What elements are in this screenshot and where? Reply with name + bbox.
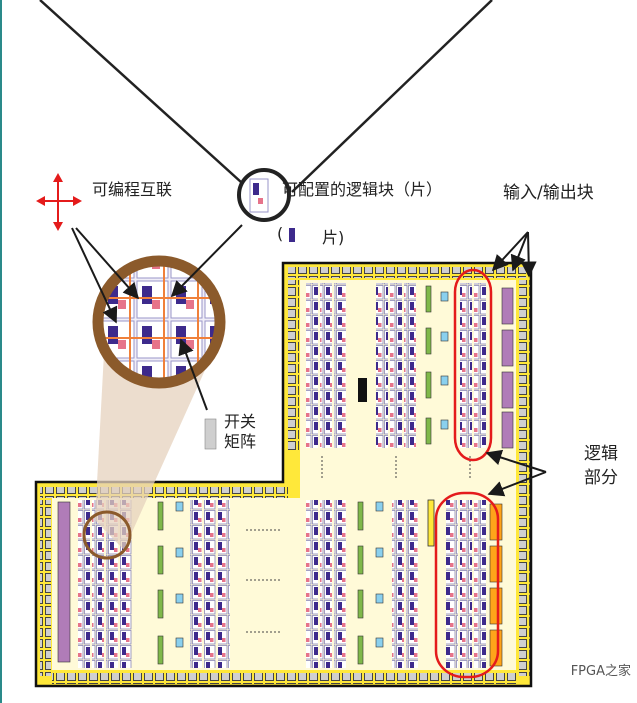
io-block-orange xyxy=(489,545,503,583)
interconnect-label: 可编程互联 xyxy=(92,180,173,199)
zoom-detail-circle xyxy=(92,255,226,389)
green-block xyxy=(425,417,432,445)
slice-icon xyxy=(289,228,295,242)
green-block xyxy=(425,327,432,355)
logic-column xyxy=(406,500,418,668)
logic-column xyxy=(92,500,104,668)
blue-block xyxy=(375,547,384,558)
switch-matrix-label: 开关 矩阵 xyxy=(224,412,257,451)
blue-block xyxy=(375,501,384,512)
logic-column xyxy=(376,283,388,448)
io-pad-row-middle xyxy=(40,487,288,498)
logic-column xyxy=(204,500,216,668)
io-block-purple xyxy=(57,501,71,663)
blue-block xyxy=(375,593,384,604)
logic-column xyxy=(474,283,486,448)
green-block xyxy=(157,501,164,531)
logic-column xyxy=(334,500,346,668)
blue-block xyxy=(175,547,184,558)
logic-column xyxy=(320,283,332,448)
io-pad-row-top xyxy=(288,267,526,278)
dotted-continuation xyxy=(246,456,471,633)
logic-column xyxy=(460,283,472,448)
io-pad-column-right xyxy=(519,280,530,676)
logic-part-highlight-upper xyxy=(453,268,493,462)
blue-block xyxy=(175,593,184,604)
io-pad-row-bottom xyxy=(52,673,518,684)
logic-column xyxy=(106,500,118,668)
io-block-label: 输入/输出块 xyxy=(503,183,594,203)
yellow-block xyxy=(427,499,435,547)
green-block xyxy=(425,285,432,313)
logic-column xyxy=(390,283,402,448)
zoom-cone xyxy=(95,353,210,550)
green-block xyxy=(425,371,432,399)
io-pad-column-left xyxy=(40,500,51,676)
blue-block xyxy=(175,637,184,648)
logic-column xyxy=(446,500,458,668)
io-block-orange xyxy=(489,587,503,625)
green-block xyxy=(357,545,364,575)
clb-label: 可配置的逻辑块（片） xyxy=(282,180,443,199)
io-block-purple xyxy=(501,287,514,325)
logic-column xyxy=(306,500,318,668)
lower-logic-array xyxy=(57,499,503,668)
blue-block xyxy=(440,291,449,302)
annotation-arrows xyxy=(71,224,547,497)
zoom-source-circle xyxy=(82,510,132,560)
logic-column xyxy=(218,500,230,668)
slice-label-open: ( xyxy=(277,224,284,243)
green-block xyxy=(157,545,164,575)
blue-block xyxy=(175,501,184,512)
green-block xyxy=(357,635,364,665)
logic-part-label: 逻辑 部分 xyxy=(584,444,618,488)
green-block xyxy=(157,589,164,619)
clb-magnifier-circle xyxy=(237,168,291,222)
logic-column xyxy=(474,500,486,668)
zoom-funnel-right-line xyxy=(291,0,493,193)
io-block-purple xyxy=(501,371,514,409)
logic-column xyxy=(404,283,416,448)
interconnect-cross-icon xyxy=(36,173,82,231)
blue-block xyxy=(440,331,449,342)
logic-part-highlight-lower xyxy=(434,491,500,679)
green-block xyxy=(357,589,364,619)
logic-column xyxy=(78,500,90,668)
black-block xyxy=(358,378,367,402)
logic-column xyxy=(190,500,202,668)
green-block xyxy=(157,635,164,665)
logic-column xyxy=(334,283,346,448)
watermark: FPGA之家 xyxy=(570,664,631,679)
io-block-purple xyxy=(501,329,514,367)
logic-column xyxy=(460,500,472,668)
zoom-funnel-left-line xyxy=(39,0,253,193)
logic-column xyxy=(306,283,318,448)
upper-logic-array xyxy=(306,283,514,449)
blue-block xyxy=(375,637,384,648)
switch-matrix-swatch xyxy=(204,418,217,450)
blue-block xyxy=(440,375,449,386)
io-pad-column-upper-left xyxy=(288,280,299,450)
blue-block xyxy=(440,419,449,430)
logic-column xyxy=(392,500,404,668)
io-block-purple xyxy=(501,411,514,449)
green-block xyxy=(357,501,364,531)
logic-column xyxy=(320,500,332,668)
slice-label: 片) xyxy=(322,228,345,247)
